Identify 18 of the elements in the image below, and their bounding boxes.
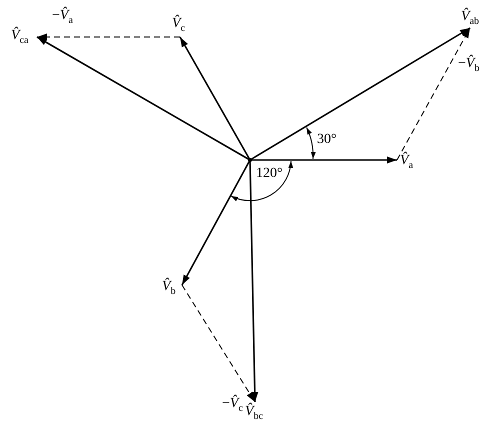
arrow — [250, 156, 397, 164]
dashed-arrow — [396, 28, 470, 160]
dashed-arrow — [182, 284, 256, 402]
phasor-label: V̂$_{c}$ — [172, 16, 192, 37]
arrow — [179, 36, 251, 160]
phasor-label: V̂$_{ca}$ — [11, 28, 36, 49]
arrow — [181, 160, 251, 286]
phasor-label: V̂$_{a}$ — [400, 153, 420, 174]
arrow — [36, 36, 250, 161]
arrow — [250, 27, 470, 161]
origin-point — [248, 158, 252, 162]
arrow — [249, 160, 258, 402]
dashed-arrow — [36, 34, 180, 40]
phasor-label: V̂$_{bc}$ — [245, 404, 273, 425]
phasor-label: V̂$_{ab}$ — [461, 9, 489, 30]
phasor-label: V̂$_{b}$ — [162, 279, 181, 300]
angle-label: 120° — [256, 166, 283, 182]
angle-label: 30° — [317, 132, 337, 148]
